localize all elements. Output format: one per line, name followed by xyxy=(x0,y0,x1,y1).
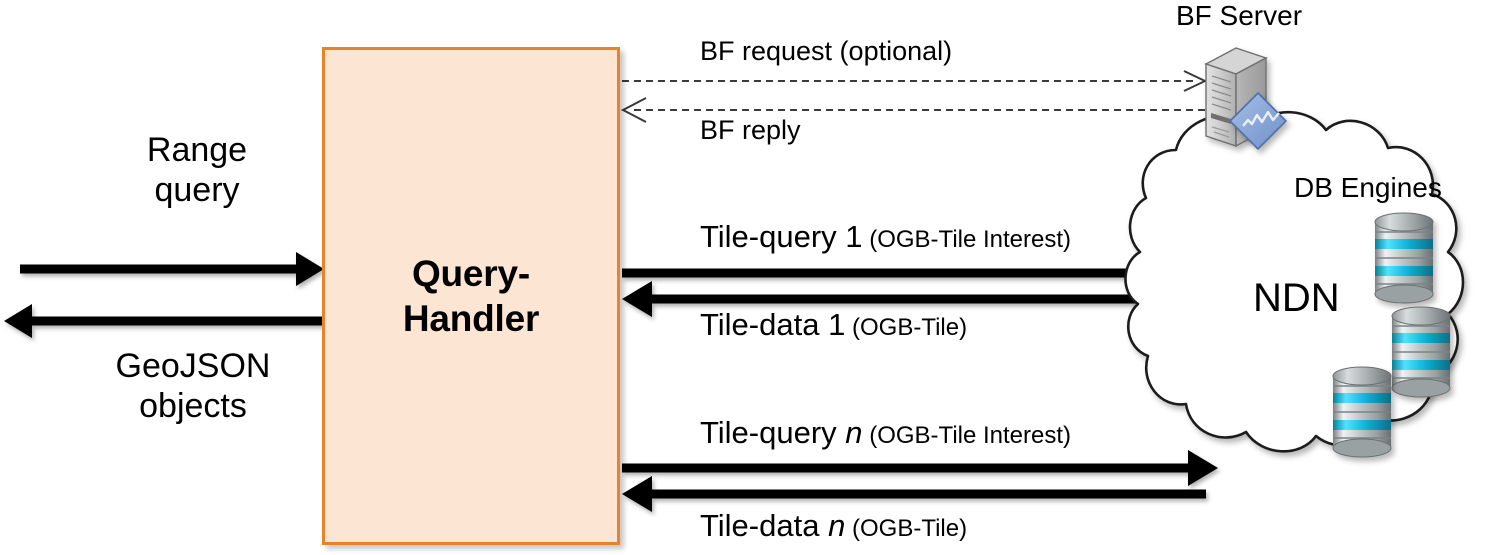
tile-data-1-label: Tile-data 1 (OGB-Tile) xyxy=(700,307,967,343)
tile-data-n-protocol: (OGB-Tile) xyxy=(845,515,968,542)
database-cylinder-icon xyxy=(1374,212,1434,304)
ndn-label: NDN xyxy=(1253,276,1340,320)
arrow-range-query xyxy=(20,252,324,286)
tile-query-1-label: Tile-query 1 (OGB-Tile Interest) xyxy=(700,219,1071,255)
arrow-tile-data-1 xyxy=(622,281,1206,317)
arrow-bf-reply xyxy=(620,97,1210,123)
tile-query-n-index: n xyxy=(845,415,863,450)
tile-query-1-protocol: (OGB-Tile Interest) xyxy=(862,226,1072,253)
arrow-tile-query-n xyxy=(622,450,1218,486)
tile-query-1-index: 1 xyxy=(845,219,863,254)
bf-server-label: BF Server xyxy=(1176,0,1303,31)
tile-query-n-label: Tile-query n (OGB-Tile Interest) xyxy=(700,415,1071,451)
tile-query-1-name: Tile-query xyxy=(700,219,846,254)
tile-data-n-index: n xyxy=(828,508,846,543)
arrow-bf-request xyxy=(622,70,1208,92)
bf-request-label: BF request (optional) xyxy=(700,36,953,66)
tile-data-n-name: Tile-data xyxy=(700,508,829,543)
tile-query-n-protocol: (OGB-Tile Interest) xyxy=(862,422,1072,449)
database-cylinder-icon xyxy=(1391,306,1451,398)
cloud-shape-icon xyxy=(1124,110,1465,453)
db-engines-label: DB Engines xyxy=(1294,172,1442,203)
arrow-geojson-objects xyxy=(4,304,322,338)
arrow-tile-data-n xyxy=(622,476,1206,512)
tile-data-1-name: Tile-data xyxy=(700,307,829,342)
database-cylinder-icon xyxy=(1332,366,1392,458)
tile-query-n-name: Tile-query xyxy=(700,415,846,450)
query-handler-label: Query-Handler xyxy=(402,252,540,339)
bf-reply-label: BF reply xyxy=(700,115,801,145)
tile-data-n-label: Tile-data n (OGB-Tile) xyxy=(700,508,967,544)
query-handler-box[interactable]: Query-Handler xyxy=(322,47,620,545)
tile-data-1-protocol: (OGB-Tile) xyxy=(845,314,968,341)
blue-diamond-badge-icon xyxy=(1228,91,1288,151)
tile-data-1-index: 1 xyxy=(828,307,846,342)
